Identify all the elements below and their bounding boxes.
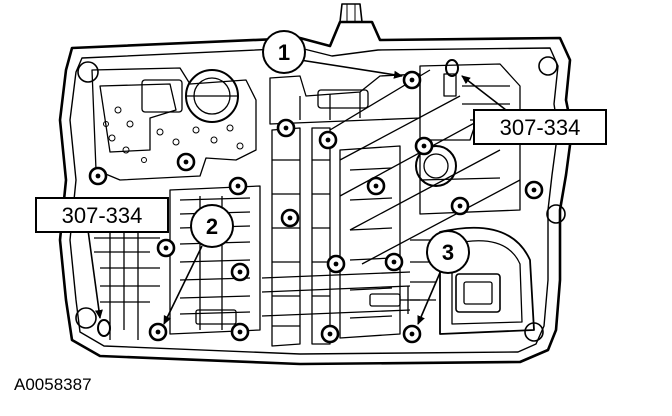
callout-1-number: 1 xyxy=(278,40,290,65)
callout-3-number: 3 xyxy=(442,240,454,265)
leader-callout-1 xyxy=(299,59,403,79)
tool-label-upper: 307-334 xyxy=(473,109,607,145)
alignment-pin-upper xyxy=(445,59,459,77)
callout-1: 1 xyxy=(262,30,306,74)
alignment-pin-lower xyxy=(97,319,111,337)
leader-tool-lower xyxy=(87,229,103,319)
leader-callout-2 xyxy=(163,245,203,325)
valve-body-bolts xyxy=(88,70,544,344)
callout-2-number: 2 xyxy=(206,214,218,239)
leader-tool-upper xyxy=(461,75,507,111)
callout-2: 2 xyxy=(190,204,234,248)
leader-callout-3 xyxy=(417,267,443,325)
figure-id: A0058387 xyxy=(14,375,92,394)
tool-label-upper-text: 307-334 xyxy=(500,115,581,140)
leader-lines xyxy=(87,59,507,325)
tool-label-lower-text: 307-334 xyxy=(62,203,143,228)
alignment-pins xyxy=(97,59,459,337)
tool-label-lower: 307-334 xyxy=(35,197,169,233)
callout-3: 3 xyxy=(426,230,470,274)
